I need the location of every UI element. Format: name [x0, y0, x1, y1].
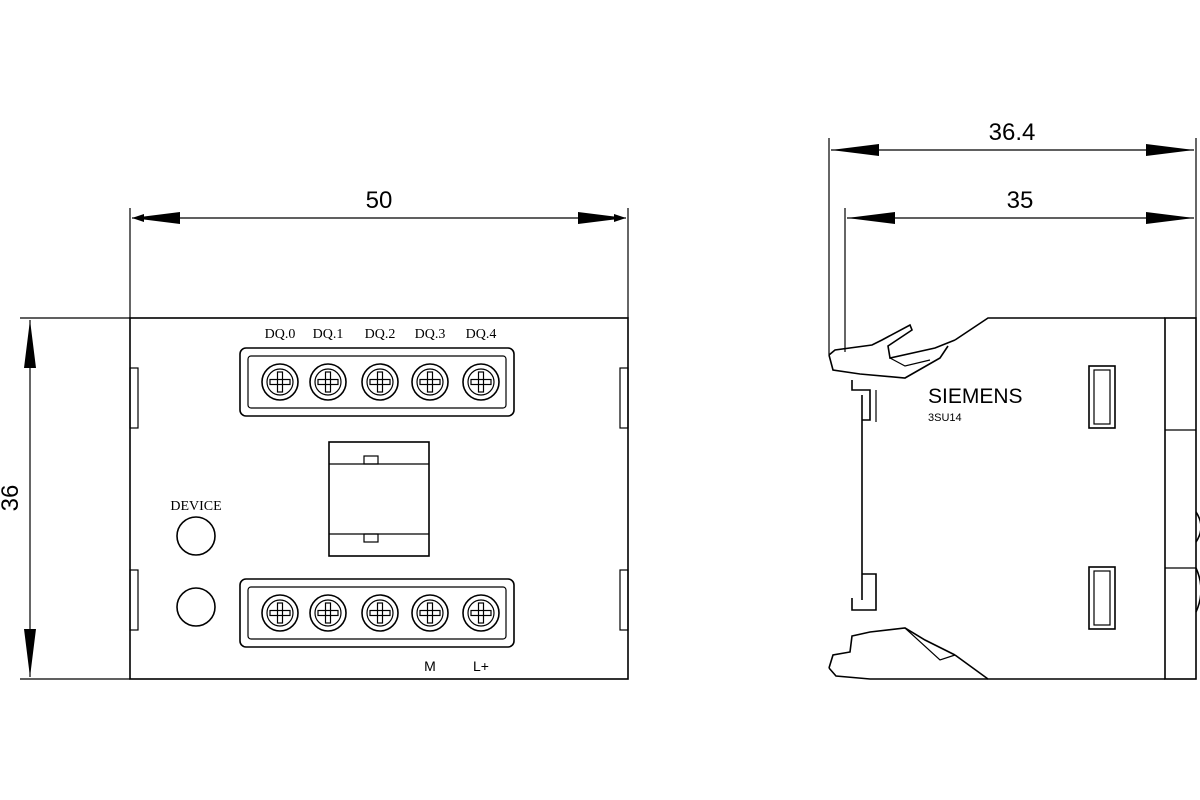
terminal-screw-icon [309, 594, 347, 632]
terminal-screw-icon [361, 363, 399, 401]
top-terminal-block [239, 347, 515, 417]
terminal-screw-icon [361, 594, 399, 632]
side-inner-width-dimension: 35 [844, 187, 1194, 352]
front-view: 50 36 DQ.0 DQ.1 DQ.2 DQ.3 DQ.4 [0, 187, 629, 680]
side-lower-window [1088, 566, 1116, 630]
front-housing [129, 317, 629, 680]
left-lower-clip [129, 569, 139, 631]
device-led-label: DEVICE [170, 499, 221, 514]
front-height-dimension: 36 [0, 317, 130, 680]
terminal-screw-icon [261, 363, 299, 401]
upper-rail-clip [828, 323, 956, 422]
terminal-screw-icon [309, 363, 347, 401]
terminal-screw-icon [411, 594, 449, 632]
front-height-value: 36 [0, 485, 24, 512]
model-number: 3SU14 [928, 412, 962, 424]
side-housing [861, 317, 1200, 680]
terminal-screw-icon [261, 594, 299, 632]
terminal-screw-icon [462, 363, 500, 401]
side-outer-width-dimension: 36.4 [828, 119, 1197, 355]
device-led [176, 516, 216, 556]
terminal-label-lplus: L+ [473, 658, 489, 674]
right-upper-clip [619, 367, 629, 429]
side-inner-width-value: 35 [1007, 187, 1034, 214]
left-upper-clip [129, 367, 139, 429]
right-lower-clip [619, 569, 629, 631]
terminal-label-dq3: DQ.3 [415, 327, 446, 342]
second-led [176, 587, 216, 627]
side-upper-window [1088, 365, 1116, 429]
terminal-label-dq0: DQ.0 [265, 327, 296, 342]
terminal-label-dq2: DQ.2 [365, 327, 396, 342]
terminal-label-dq1: DQ.1 [313, 327, 344, 342]
center-window [328, 441, 430, 557]
bottom-terminal-block [239, 578, 515, 648]
side-outer-width-value: 36.4 [989, 119, 1036, 146]
lower-rail-clip [828, 573, 988, 680]
top-terminal-labels: DQ.0 DQ.1 DQ.2 DQ.3 DQ.4 [265, 327, 497, 342]
terminal-label-dq4: DQ.4 [466, 327, 497, 342]
side-view: 36.4 35 [828, 119, 1200, 680]
terminal-screw-icon [411, 363, 449, 401]
terminal-screw-icon [462, 594, 500, 632]
brand-logo-text: SIEMENS [928, 385, 1023, 408]
front-width-value: 50 [366, 187, 393, 214]
terminal-label-m: M [424, 658, 436, 674]
front-width-dimension: 50 [129, 187, 629, 318]
